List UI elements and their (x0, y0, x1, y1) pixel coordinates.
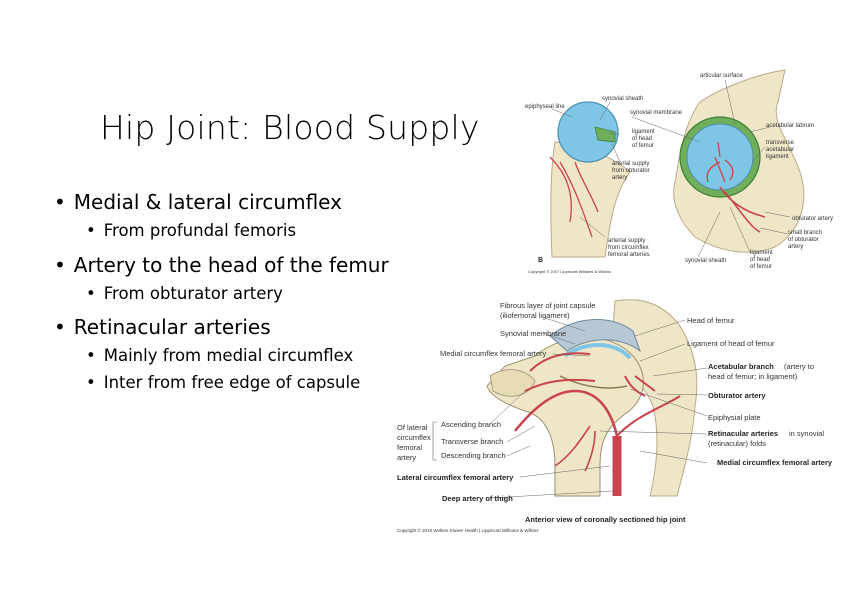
bullet-glyph: • (54, 253, 66, 277)
bullet-2-text: Artery to the head of the femur (73, 253, 389, 277)
bullet-1-text: Medial & lateral circumflex (73, 190, 342, 214)
label-obturator-artery: obturator artery (792, 216, 833, 222)
label-ligament-head-1: ligament (632, 129, 655, 135)
label-epiphyseal-line: epiphyseal line (525, 104, 565, 110)
label-medial-circumflex: Medial circumflex femoral artery (440, 349, 547, 358)
label-epiphysial-plate: Epiphysial plate (708, 413, 761, 422)
label-arterial-obturator-1: arterial supply (612, 161, 649, 167)
label-retinacular: Retinacular arteries (708, 429, 778, 438)
label-of-lateral-3: femoral (397, 443, 422, 452)
label-arterial-obturator-3: artery (612, 175, 627, 181)
label-fibrous-1: Fibrous layer of joint capsule (500, 301, 595, 310)
label-acetabular-branch-2: head of femur; in ligament) (708, 372, 798, 381)
sub-bullet-1-1-text: From profundal femoris (103, 221, 297, 240)
label-ligament-head-2: of head (632, 136, 652, 142)
hip-joint-illustration-bottom: Fibrous layer of joint capsule (iliofemo… (397, 299, 833, 533)
label-acetabular-labrum: acetabular labrum (766, 123, 814, 129)
label-lateral-circumflex: Lateral circumflex femoral artery (397, 473, 514, 482)
sub-bullet-3-2: • Inter from free edge of capsule (86, 373, 360, 392)
label-arterial-circumflex-2: from circumflex (608, 245, 649, 251)
label-acetabular-branch-note: (artery to (784, 362, 814, 371)
label-transverse-3: ligament (766, 154, 789, 160)
label-of-lateral-1: Of lateral (397, 423, 428, 432)
label-transverse: Transverse branch (441, 437, 503, 446)
label-deep-artery: Deep artery of thigh (442, 494, 513, 503)
hip-joint-illustration-top: articular surface synovial sheath epiphy… (525, 69, 833, 274)
label-ligament-head-3: of femur (632, 143, 654, 149)
label-synovial-membrane: synovial membrane (630, 110, 683, 116)
label-transverse-1: transverse (766, 140, 795, 146)
label-fibrous-2: (iliofemoral ligament) (500, 311, 570, 320)
bullet-1: • Medial & lateral circumflex (54, 190, 342, 214)
label-synovial-sheath-2: synovial sheath (685, 258, 726, 264)
label-medial-circumflex-2: Medial circumflex femoral artery (717, 458, 833, 467)
bullet-glyph: • (54, 190, 66, 214)
label-small-branch-2: of obturator (788, 237, 819, 243)
label-ligament-head2-3: of femur (750, 264, 772, 270)
label-transverse-2: acetabular (766, 147, 794, 153)
label-head-of-femur: Head of femur (687, 316, 735, 325)
label-synovial-sheath: synovial sheath (602, 96, 643, 102)
bullet-glyph: • (54, 315, 66, 339)
panel-letter: B (538, 257, 543, 264)
label-ascending: Ascending branch (441, 420, 501, 429)
bullet-glyph: • (86, 284, 96, 303)
label-descending: Descending branch (441, 451, 506, 460)
label-arterial-obturator-2: from obturator (612, 168, 650, 174)
copyright-bottom: Copyright © 2010 Wolters Kluwer Health |… (397, 527, 539, 533)
slide-title: Hip Joint: Blood Supply (100, 108, 480, 147)
sub-bullet-3-1: • Mainly from medial circumflex (86, 346, 353, 365)
label-ligament-head2-2: of head (750, 257, 770, 263)
bullet-3: • Retinacular arteries (54, 315, 271, 339)
label-articular-surface: articular surface (700, 73, 743, 79)
copyright-top: Copyright © 2007 Lippincott Williams & W… (528, 269, 611, 274)
label-of-lateral-2: circumflex (397, 433, 431, 442)
bullet-glyph: • (86, 221, 96, 240)
sub-bullet-3-1-text: Mainly from medial circumflex (103, 346, 354, 365)
sub-bullet-1-1: • From profundal femoris (86, 221, 296, 240)
label-arterial-circumflex-3: femoral arteries (608, 252, 650, 258)
label-small-branch-3: artery (788, 244, 803, 250)
figure-caption: Anterior view of coronally sectioned hip… (525, 515, 686, 524)
label-synovial-membrane: Synovial membrane (500, 329, 566, 338)
bullet-glyph: • (86, 346, 96, 365)
sub-bullet-2-1: • From obturator artery (86, 284, 283, 303)
sub-bullet-2-1-text: From obturator artery (103, 284, 283, 303)
bullet-2: • Artery to the head of the femur (54, 253, 389, 277)
label-small-branch-1: small branch (788, 230, 822, 236)
label-retinacular-2: (retinacular) folds (708, 439, 766, 448)
label-ligament-head: Ligament of head of femur (687, 339, 775, 348)
label-of-lateral-4: artery (397, 453, 416, 462)
label-acetabular-branch: Acetabular branch (708, 362, 774, 371)
bullet-3-text: Retinacular arteries (73, 315, 271, 339)
bullet-glyph: • (86, 373, 96, 392)
label-ligament-head2-1: ligament (750, 250, 773, 256)
label-arterial-circumflex-1: arterial supply (608, 238, 645, 244)
label-retinacular-note: in synovial (789, 429, 824, 438)
sub-bullet-3-2-text: Inter from free edge of capsule (103, 373, 361, 392)
label-obturator-artery: Obturator artery (708, 391, 766, 400)
